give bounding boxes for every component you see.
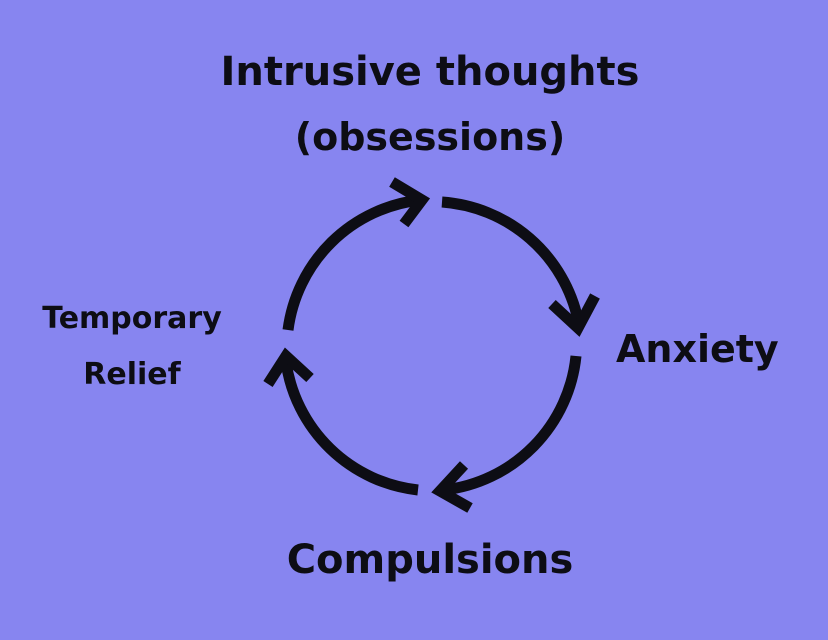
arrow-anxiety-to-compulsions-head [431,461,473,513]
arrow-relief-to-thoughts-head [389,177,431,228]
arrow-relief-to-thoughts [282,194,421,331]
arrow-compulsions-to-relief-head [263,347,314,387]
node-intrusive-thoughts: Intrusive thoughts [220,49,640,95]
arrow-compulsions-to-relief [280,361,419,496]
node-compulsions: Compulsions [286,537,574,583]
node-obsessions-subtitle: (obsessions) [294,115,566,159]
arrow-thoughts-to-anxiety-head [548,293,600,337]
node-anxiety: Anxiety [616,327,779,371]
node-temporary-relief-line1: Temporary [42,301,222,336]
node-temporary-relief-line2: Relief [83,357,181,392]
arrow-anxiety-to-compulsions [443,355,582,496]
arrow-thoughts-to-anxiety [441,196,584,322]
